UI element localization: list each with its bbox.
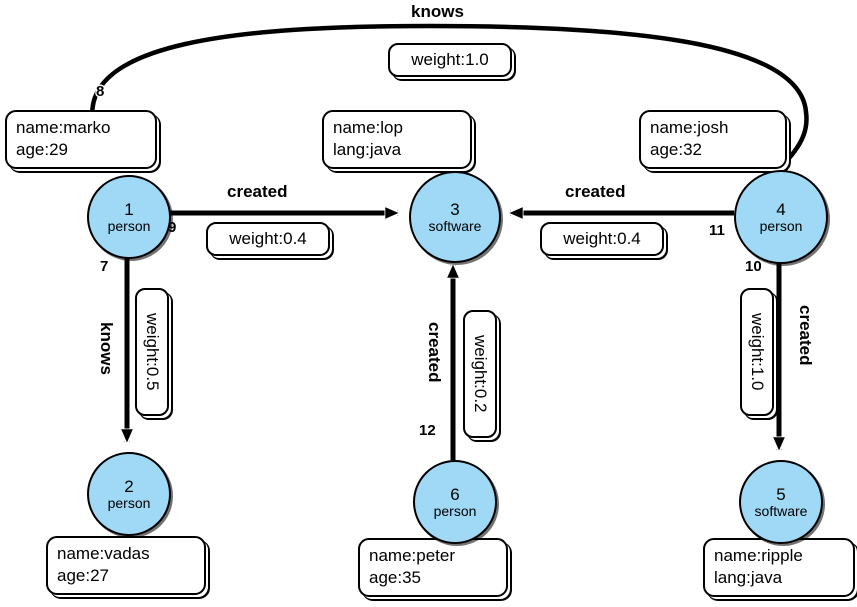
edge-id-9: 9 <box>168 219 177 236</box>
weightbox-edge-12: weight:0.2 <box>463 310 497 438</box>
node-label: person <box>433 502 477 519</box>
edge-label-knows-7: knows <box>97 322 116 375</box>
weightbox-edge-9: weight:0.4 <box>206 222 330 256</box>
propbox-node-1: name:marko age:29 <box>5 110 157 169</box>
prop-line: name:lop <box>333 118 403 137</box>
edge-label-created-9: created <box>227 182 288 201</box>
propbox-node-6: name:peter age:35 <box>358 538 508 597</box>
node-4[interactable]: 4 person <box>734 170 828 264</box>
node-id: 2 <box>124 476 134 496</box>
node-label: person <box>107 217 151 234</box>
weightbox-edge-8: weight:1.0 <box>388 43 512 77</box>
prop-line: name:marko <box>16 118 111 137</box>
edge-id-12: 12 <box>419 422 436 439</box>
node-label: person <box>107 494 151 511</box>
edge-label-knows-8: knows <box>411 2 464 21</box>
prop-line: name:vadas <box>57 544 150 563</box>
node-3[interactable]: 3 software <box>409 171 501 263</box>
propbox-node-2: name:vadas age:27 <box>46 536 206 595</box>
prop-line: age:35 <box>369 567 421 587</box>
node-label: software <box>754 502 808 519</box>
propbox-node-3: name:lop lang:java <box>322 110 472 169</box>
edge-1-knows-4 <box>87 20 812 182</box>
node-2[interactable]: 2 person <box>87 452 171 536</box>
node-5[interactable]: 5 software <box>739 460 823 544</box>
edge-id-8: 8 <box>96 83 105 100</box>
propbox-node-5: name:ripple lang:java <box>703 538 855 597</box>
node-label: person <box>759 217 803 234</box>
prop-line: lang:java <box>333 139 402 159</box>
prop-line: name:peter <box>369 546 455 565</box>
node-1[interactable]: 1 person <box>87 175 171 259</box>
node-id: 6 <box>450 484 460 504</box>
weightbox-edge-7: weight:0.5 <box>135 288 169 416</box>
prop-line: name:josh <box>650 118 729 137</box>
prop-line: name:ripple <box>714 546 803 565</box>
node-id: 1 <box>124 199 134 219</box>
prop-line: age:27 <box>57 565 109 585</box>
prop-line: age:29 <box>16 139 68 159</box>
node-label: software <box>428 217 482 234</box>
edge-label-created-10: created <box>796 305 815 366</box>
edge-id-7: 7 <box>100 258 109 275</box>
edge-id-10: 10 <box>745 258 762 275</box>
node-6[interactable]: 6 person <box>413 460 497 544</box>
node-id: 3 <box>450 199 460 219</box>
node-id: 4 <box>776 199 786 219</box>
edge-label-created-12: created <box>425 322 444 383</box>
edge-label-created-11: created <box>565 182 626 201</box>
weightbox-edge-11: weight:0.4 <box>540 222 664 256</box>
edge-id-11: 11 <box>709 222 725 239</box>
node-id: 5 <box>776 484 786 504</box>
prop-line: age:32 <box>650 139 702 159</box>
propbox-node-4: name:josh age:32 <box>639 110 787 169</box>
weightbox-edge-10: weight:1.0 <box>740 288 774 416</box>
prop-line: lang:java <box>714 567 783 587</box>
